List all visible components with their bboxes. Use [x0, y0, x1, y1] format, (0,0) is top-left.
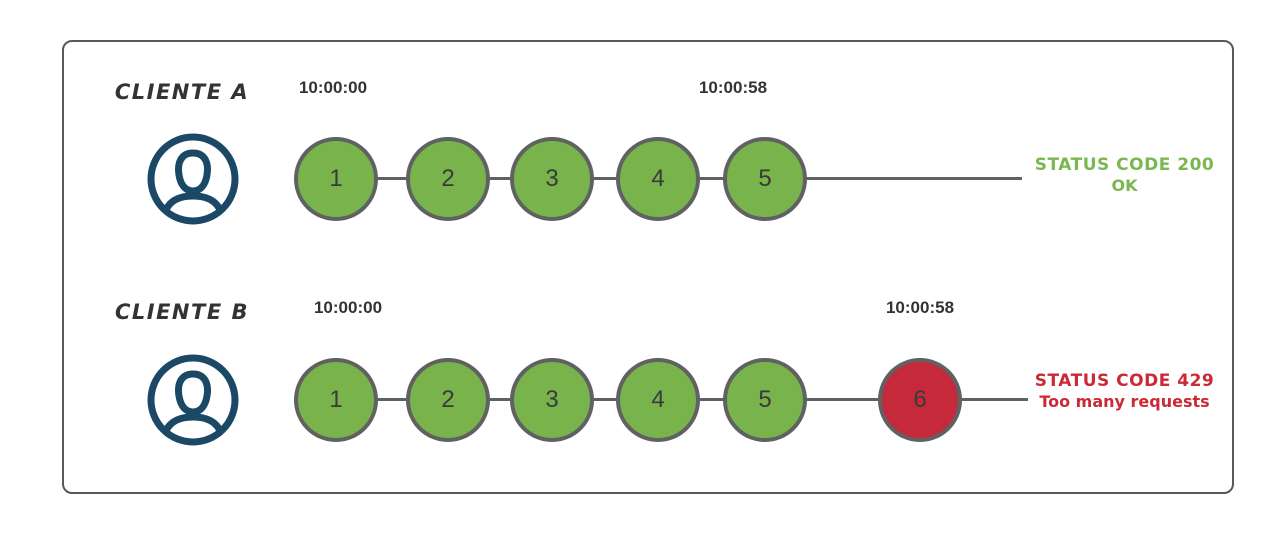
request-node: 3 — [510, 137, 594, 221]
timestamp-start: 10:00:00 — [298, 78, 368, 97]
status-code-text: STATUS CODE 200 — [1034, 155, 1215, 175]
user-icon — [145, 131, 241, 227]
user-icon — [145, 352, 241, 448]
request-node-rate-limited: 6 — [878, 358, 962, 442]
request-node: 1 — [294, 358, 378, 442]
request-node: 5 — [723, 358, 807, 442]
request-node: 2 — [406, 137, 490, 221]
timestamp-start: 10:00:00 — [313, 298, 383, 317]
timestamp-end: 10:00:58 — [885, 298, 955, 317]
request-node: 5 — [723, 137, 807, 221]
client-b-label: CLIENTE B — [114, 300, 249, 324]
request-node: 4 — [616, 137, 700, 221]
status-label-error: STATUS CODE 429 Too many requests — [1012, 371, 1237, 412]
timestamp-end: 10:00:58 — [698, 78, 768, 97]
status-code-text: STATUS CODE 429 — [1034, 371, 1215, 391]
status-message-text: OK — [1111, 176, 1138, 196]
client-a-label: CLIENTE A — [114, 80, 250, 104]
status-message-text: Too many requests — [1039, 392, 1210, 412]
request-node: 2 — [406, 358, 490, 442]
request-node: 3 — [510, 358, 594, 442]
request-node: 4 — [616, 358, 700, 442]
request-node: 1 — [294, 137, 378, 221]
status-label-success: STATUS CODE 200 OK — [1012, 155, 1237, 196]
